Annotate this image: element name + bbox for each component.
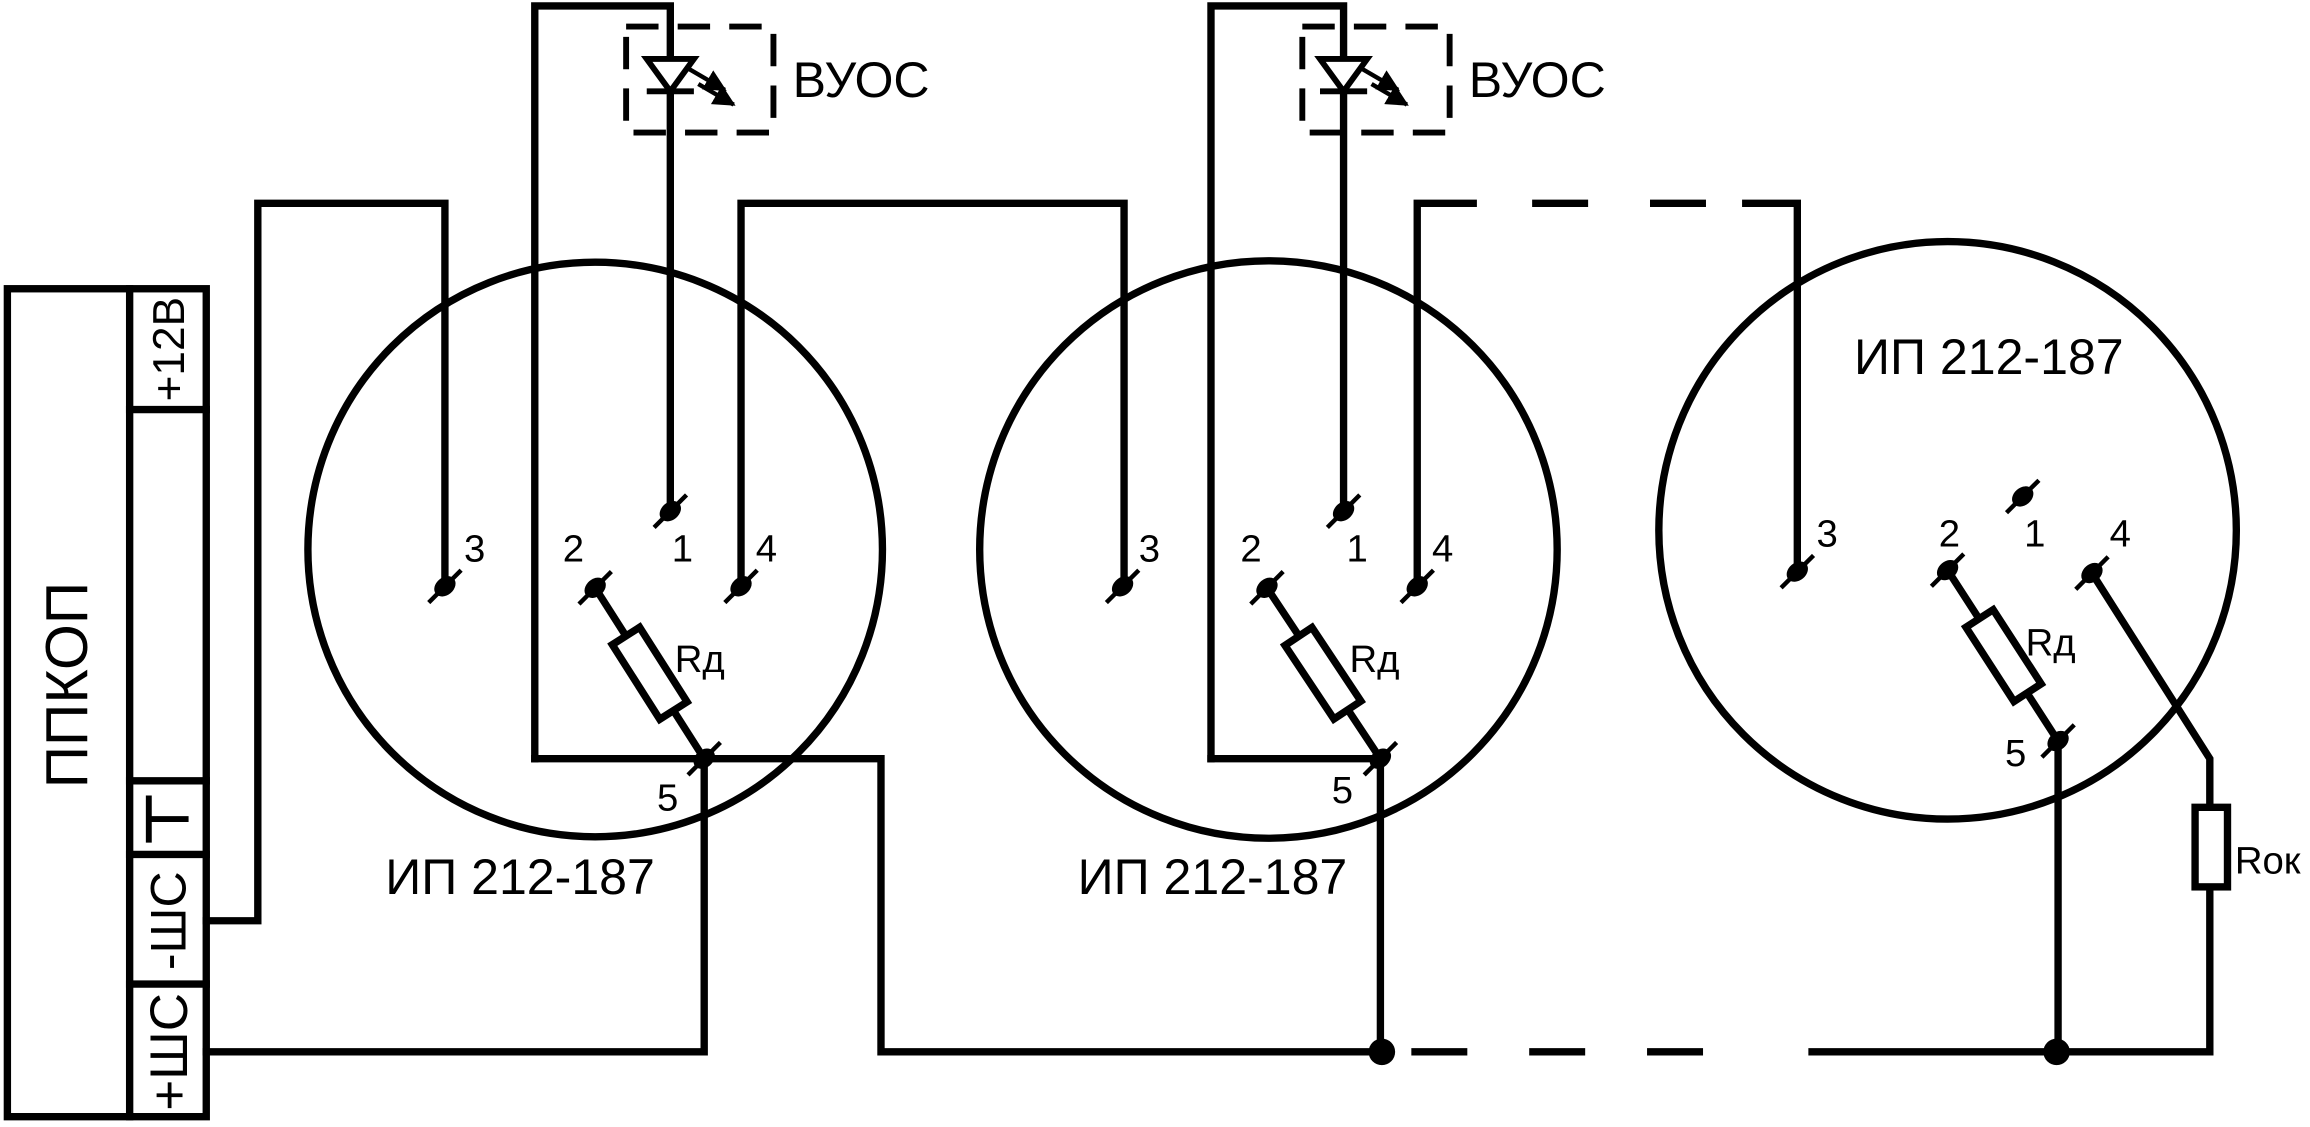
terminal-number: 2 — [563, 527, 584, 570]
wires — [202, 2, 2214, 1066]
detector-label: ИП 212-187 — [1078, 849, 1348, 905]
detector-body — [1655, 237, 2241, 823]
terminal-minus-loop-label: -ШС — [141, 871, 197, 970]
terminal-number: 3 — [1816, 513, 1837, 556]
detector-label: ИП 212-187 — [385, 849, 655, 905]
detector-body — [976, 257, 1561, 842]
junction-dot — [1368, 1038, 1396, 1066]
resistor-label: Rд — [2026, 622, 2076, 665]
wire-plus-loop — [202, 755, 708, 1056]
indicator-2: ВУОС — [1299, 23, 1606, 136]
wire-d2-indicator — [1207, 2, 1348, 763]
end-resistor-label: Rок — [2235, 840, 2301, 883]
terminal-number: 1 — [2024, 513, 2045, 556]
detector-1: Rд 3 2 1 4 5 ИП 212-187 — [304, 258, 887, 905]
terminal-plus-loop-label: +ШС — [140, 993, 199, 1111]
terminal-number: 3 — [1139, 527, 1160, 570]
resistor-label: Rд — [1349, 638, 1399, 681]
indicator-enclosure — [623, 23, 777, 136]
terminal-number: 1 — [672, 527, 693, 570]
wire-d2-t4-up — [1413, 199, 1477, 591]
resistor-rd — [1960, 604, 2047, 707]
wire-d1-indicator — [531, 2, 674, 763]
terminal-number: 4 — [2110, 513, 2131, 556]
resistor-label: Rд — [675, 638, 725, 681]
terminal-screw-icon[interactable] — [2007, 480, 2039, 512]
terminal-number: 5 — [657, 776, 678, 819]
led-icon — [640, 55, 736, 107]
indicator-1: ВУОС — [623, 23, 930, 136]
terminal-number: 2 — [1939, 513, 1960, 556]
terminal-number: 4 — [1432, 527, 1453, 570]
ground-terminal-icon — [145, 795, 189, 843]
detector-body — [304, 258, 887, 841]
terminal-number: 4 — [756, 527, 777, 570]
control-panel-name: ППКОП — [35, 582, 100, 788]
wire-end-resistor-top — [2086, 567, 2214, 811]
control-panel: ППКОП +12В -ШС +ШС — [3, 285, 210, 1121]
wire-d3-t3-down — [1742, 199, 1801, 576]
junction-dot — [2043, 1038, 2070, 1066]
resistor-rd — [607, 622, 693, 725]
detector-2: Rд 3 2 1 4 5 ИП 212-187 — [976, 257, 1561, 905]
control-panel-body — [3, 285, 210, 1121]
resistor-rd — [1279, 622, 1367, 725]
indicator-enclosure — [1299, 23, 1453, 136]
indicator-label: ВУОС — [793, 52, 930, 108]
detector-label: ИП 212-187 — [1854, 329, 2124, 385]
indicator-label: ВУОС — [1469, 52, 1606, 108]
wire-d1-t4-to-d2-t3 — [737, 199, 1128, 591]
terminal-plus-12v-label: +12В — [145, 297, 194, 401]
terminal-number: 2 — [1240, 527, 1261, 570]
led-icon — [1314, 55, 1409, 107]
terminal-number: 3 — [464, 527, 485, 570]
detector-3: Rд 3 2 1 4 5 ИП 212-187 — [1655, 237, 2241, 823]
terminal-number: 5 — [1332, 769, 1353, 812]
end-of-line-resistor: Rок — [2191, 803, 2301, 891]
terminal-number: 5 — [2005, 732, 2026, 775]
wire-minus-loop — [202, 199, 449, 925]
terminal-number: 1 — [1347, 527, 1368, 570]
resistor-rok — [2191, 803, 2232, 891]
